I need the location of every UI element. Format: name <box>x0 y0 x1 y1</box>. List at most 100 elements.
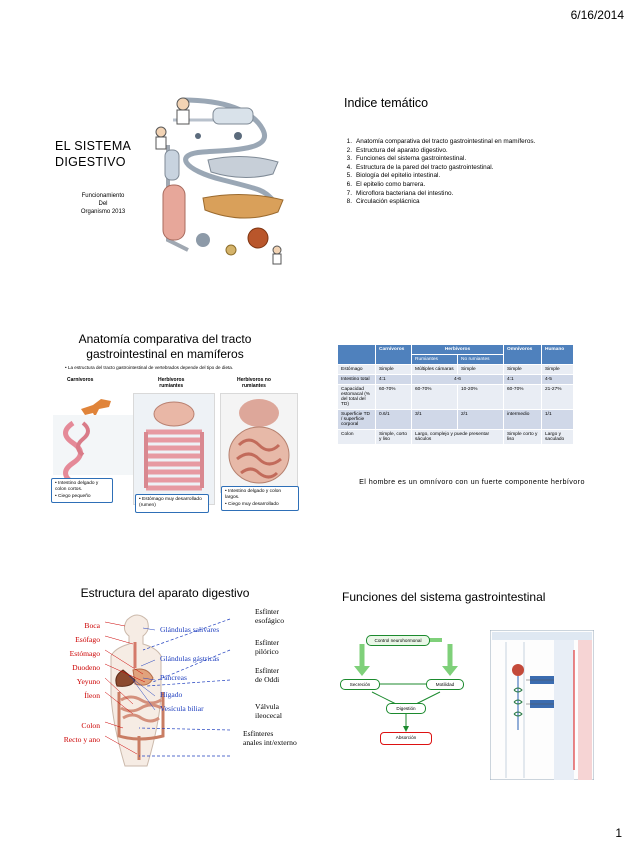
table-cell: Simple <box>503 364 542 375</box>
item-number: 5. <box>346 172 352 180</box>
table-header: Carnívoros <box>375 344 412 365</box>
index-item: 8. Circulación esplácnica <box>342 198 535 207</box>
organ-label-red: Boca <box>84 621 100 630</box>
sphincter-line: Esfínteres <box>243 729 274 738</box>
col-ruminants: Herbívoros rumiantes <box>158 377 184 389</box>
table-row: Colon Simple, corto y liso Largo, comple… <box>337 429 574 445</box>
slide-digestive-structure: Estructura del aparato digestivo Boca Es… <box>15 560 315 785</box>
slide3-title: Anatomía comparativa del tracto gastroin… <box>15 332 315 362</box>
organ-label-blue: Vesícula biliar <box>160 704 204 713</box>
diet-comparison-table: Carnívoros Herbívoros Omnívoros Humano R… <box>337 344 574 445</box>
flow-node-secretion: Secreción <box>340 679 380 690</box>
table-cell: Largo y saculado <box>541 429 574 445</box>
index-item: 5.Biología del epitelio intestinal. <box>342 172 535 181</box>
slide-comparison-table: Carnívoros Herbívoros Omnívoros Humano R… <box>322 318 622 543</box>
organ-label-blue: Páncreas <box>160 673 187 682</box>
organ-label-blue: Glándulas gástricas <box>160 654 220 663</box>
item-number: 1. <box>346 138 352 145</box>
index-item: 1.Anatomía comparativa del tracto gastro… <box>342 138 536 147</box>
flow-node-digestion: Digestión <box>386 703 426 714</box>
table-cell: 60-70% <box>503 384 542 410</box>
sphincter-label: Válvula ileocecal <box>255 702 282 720</box>
table-header-row: Carnívoros Herbívoros Omnívoros Humano <box>337 344 574 365</box>
sphincter-label: Esfínter esofágico <box>255 607 284 625</box>
sphincter-line: Esfínter <box>255 638 280 647</box>
index-item: 2. Estructura del aparato digestivo. <box>342 147 535 156</box>
callout-item: Intestino delgado y colon cortos. <box>55 481 109 494</box>
sphincter-label: Esfínter pilórico <box>255 638 279 656</box>
index-list: 1.Anatomía comparativa del tracto gastro… <box>342 138 536 207</box>
sphincter-line: Válvula <box>255 702 280 711</box>
col-carnivores: Carnívoros <box>67 377 94 383</box>
item-number: 6. <box>346 180 352 188</box>
col-label: rumiantes <box>242 383 266 389</box>
item-text: Estructura de la pared del tracto gastro… <box>356 163 494 171</box>
table-cell: 1/1 <box>541 409 574 430</box>
table-cell: Superficie TD / superficie corporal <box>337 409 376 430</box>
table-cell: Simple <box>541 364 574 375</box>
table-cell: 21-27% <box>541 384 574 410</box>
table-cell: 0.6/1 <box>375 409 412 430</box>
table-cell: Capacidad estomacal (% del total del TD) <box>337 384 376 410</box>
subtitle-line: Funcionamiento <box>81 193 125 199</box>
organ-label-red: Duodeno <box>72 663 100 672</box>
table-caption: El hombre es un omnívoro con un fuerte c… <box>359 477 585 486</box>
table-row: Estómago Simple Múltiples cámaras Simple… <box>337 364 574 375</box>
slide2-title: Indice temático <box>344 96 429 110</box>
callout-item: Intestino delgado y colon largos. <box>225 489 295 502</box>
page-number: 1 <box>615 826 622 840</box>
organ-label-red: Íleon <box>84 691 100 700</box>
table-header: Humano <box>541 344 574 365</box>
table-cell: 60-70% <box>411 384 458 410</box>
organ-label-red: Yeyuno <box>76 677 100 686</box>
slide1-subtitle: Funcionamiento Del Organismo 2013 <box>73 192 133 216</box>
slide3-bullet: • La estructura del tracto gastrointesti… <box>65 365 234 370</box>
table-cell: 4-5 <box>541 374 574 385</box>
table-cell: Simple <box>457 364 504 375</box>
table-cell: Simple corto y liso <box>503 429 542 445</box>
item-number: 8. <box>346 198 352 206</box>
sphincter-line: Esfínter <box>255 607 280 616</box>
title-line: gastrointestinal en mamíferos <box>86 347 244 361</box>
sphincter-label: Esfínter de Oddi <box>255 666 279 684</box>
item-text: Estructura del aparato digestivo. <box>356 146 448 154</box>
callout-item: Estómago muy desarrollado (rumen) <box>139 497 205 510</box>
sphincter-line: Esfínter <box>255 666 280 675</box>
col-label: Herbívoros no <box>237 377 271 383</box>
sphincter-line: ileocecal <box>255 711 282 720</box>
slide-index: Indice temático 1.Anatomía comparativa d… <box>322 88 622 313</box>
index-item: 3.Funciones del sistema gastrointestinal… <box>342 155 535 164</box>
sphincter-line: pilórico <box>255 647 279 656</box>
nonruminant-gut-illustration <box>228 399 290 484</box>
slide5-title: Estructura del aparato digestivo <box>80 586 250 600</box>
table-cell: Intestino total <box>337 374 376 385</box>
item-text: Circulación esplácnica <box>356 198 420 206</box>
index-item: 4.Estructura de la pared del tracto gast… <box>342 164 535 173</box>
title-line: EL SISTEMA <box>55 139 132 153</box>
table-row: Intestino total 4:1 4-6 4:1 4-5 <box>337 374 574 385</box>
digestive-factory-illustration <box>155 97 284 265</box>
col-nonruminants: Herbívoros no rumiantes <box>237 377 271 389</box>
digestive-tract-figure <box>104 614 231 767</box>
table-header: Omnívoros <box>503 344 542 365</box>
table-header: Herbívoros <box>411 344 504 355</box>
index-item: 6.El epitelio como barrera. <box>342 181 535 190</box>
table-cell: Largo, complejo y puede presentar sáculo… <box>411 429 504 445</box>
item-number: 7. <box>346 189 352 197</box>
table-cell: Estómago <box>337 364 376 375</box>
callout-ruminants: Estómago muy desarrollado (rumen) <box>135 494 209 513</box>
subtitle-line: Organismo 2013 <box>80 209 126 215</box>
table-cell: 4:1 <box>503 374 542 385</box>
index-item: 7.Microflora bacteriana del intestino. <box>342 190 535 199</box>
item-number: 2. <box>346 146 352 154</box>
callout-carnivores: Intestino delgado y colon cortos. Ciego … <box>51 478 113 504</box>
table-cell: 2/1 <box>457 409 504 430</box>
table-subheader: No rumiantes <box>457 354 504 365</box>
table-header <box>337 344 376 365</box>
organ-label-red: Esófago <box>75 635 100 644</box>
subtitle-line: Del <box>98 201 108 207</box>
table-row: Superficie TD / superficie corporal 0.6/… <box>337 409 574 430</box>
table-cell: Simple <box>375 364 412 375</box>
ruminant-gut-illustration <box>144 401 204 491</box>
organ-label-blue: Glándulas salivares <box>160 625 220 634</box>
